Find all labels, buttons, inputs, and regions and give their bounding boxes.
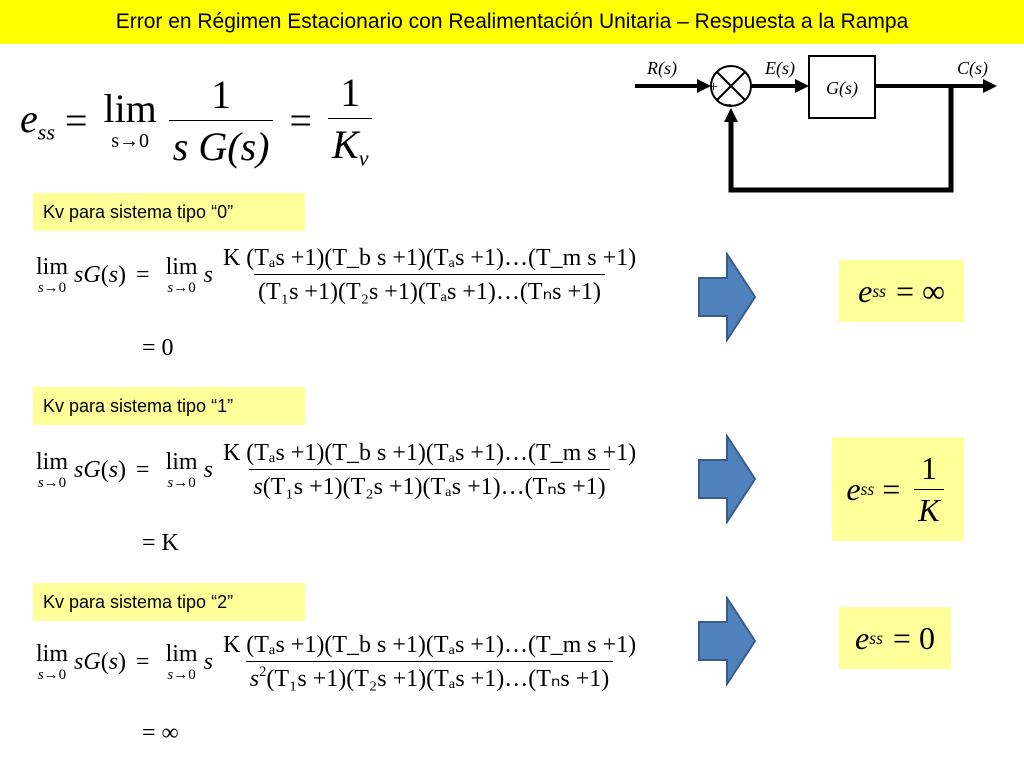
main-formula: ess = lim s→0 1 s G(s) = 1 Kv [20, 70, 378, 170]
result-type-1: = K [142, 530, 179, 556]
ess-value-type-2: = 0 [892, 619, 935, 656]
fraction-1-numerator: 1 [211, 71, 232, 117]
result-type-2: = ∞ [142, 720, 179, 746]
limit: lim s→0 [103, 86, 157, 152]
type-2-numerator: K (Tₐs +1)(T_b s +1)(Tₐs +1)…(T_m s +1) [222, 632, 637, 658]
type-1-denominator-text: (T₁s +1)(T₂s +1)(Tₐs +1)…(Tₙs +1) [262, 474, 606, 500]
arrow-type-1-icon [698, 434, 757, 524]
fraction-2: 1 Kv [328, 69, 373, 172]
ess-symbol-type-2: e [855, 619, 870, 656]
output-label: C(s) [957, 58, 988, 79]
ess-sub-type-0: ss [872, 280, 887, 301]
minus-sign: − [723, 97, 732, 114]
type-2-denominator-text: (T₁s +1)(T₂s +1)(Tₐs +1)…(Tₙs +1) [266, 666, 610, 693]
fraction-2-numerator: 1 [340, 69, 361, 115]
ess-symbol: e [20, 95, 38, 141]
type-0-numerator: K (Tₐs +1)(T_b s +1)(Tₐs +1)…(T_m s +1) [222, 245, 637, 271]
type-2-denominator-exponent: 2 [259, 664, 267, 680]
ess-symbol-type-0: e [858, 272, 873, 309]
error-label: E(s) [764, 58, 795, 79]
label-type-2: Kv para sistema tipo “2” [33, 583, 305, 621]
result-type-0: = 0 [142, 335, 174, 361]
lim-text: lim [103, 86, 157, 131]
label-type-0: Kv para sistema tipo “0” [33, 193, 305, 231]
kv-subscript: v [358, 145, 369, 171]
input-label: R(s) [646, 58, 677, 79]
label-type-1: Kv para sistema tipo “1” [33, 387, 305, 425]
plus-sign: + [709, 79, 718, 96]
ess-symbol-type-1: e [846, 470, 861, 507]
slide-title: Error en Régimen Estacionario con Realim… [0, 0, 1024, 44]
block-diagram: R(s) + − E(s) G(s) C(s) [635, 55, 997, 193]
lim-subscript: s→0 [111, 130, 150, 152]
arrow-type-2-icon [698, 596, 757, 686]
ess-sub-type-2: ss [869, 627, 883, 648]
fraction-1-denominator: s G(s) [168, 119, 274, 170]
ess-value-type-0: = ∞ [896, 272, 945, 309]
type-0-denominator: (T₁s +1)(T₂s +1)(Tₐs +1)…(Tₙs +1) [254, 274, 605, 306]
arrow-type-0-icon [698, 252, 757, 342]
fraction-1: 1 s G(s) [168, 71, 274, 170]
ess-den-type-1: K [914, 488, 944, 529]
type-1-denominator-prefix: s [253, 474, 263, 500]
type-2-denominator: s2(T₁s +1)(T₂s +1)(Tₐs +1)…(Tₙs +1) [245, 661, 614, 693]
ess-subscript: ss [37, 119, 55, 145]
fraction-2-denominator: K [332, 121, 359, 167]
type-1-denominator: s(T₁s +1)(T₂s +1)(Tₐs +1)…(Tₙs +1) [249, 469, 610, 501]
plant-label: G(s) [826, 78, 858, 99]
ess-sub-type-1: ss [860, 478, 875, 499]
type-1-numerator: K (Tₐs +1)(T_b s +1)(Tₐs +1)…(T_m s +1) [222, 440, 637, 466]
type-2-denominator-prefix: s [249, 666, 260, 693]
type-0-denominator-text: (T₁s +1)(T₂s +1)(Tₐs +1)…(Tₙs +1) [258, 279, 601, 305]
ess-num-type-1: 1 [920, 449, 937, 486]
